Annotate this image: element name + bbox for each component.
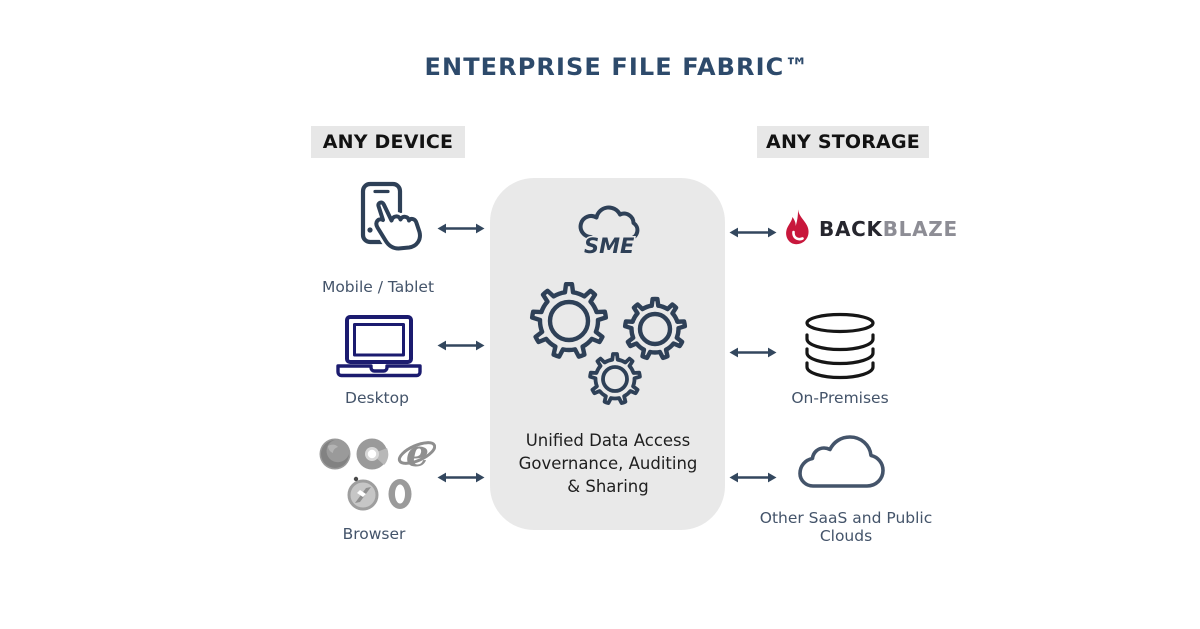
- page-title: ENTERPRISE FILE FABRIC™: [424, 53, 810, 81]
- desc-line-1: Unified Data Access: [525, 431, 691, 450]
- unified-data-access-text: Unified Data Access Governance, Auditing…: [498, 429, 718, 498]
- mobile-tablet-label: Mobile / Tablet: [321, 278, 435, 296]
- cloud-icon: [798, 435, 885, 488]
- desc-line-3: & Sharing: [567, 477, 649, 496]
- backblaze-flame-icon: [786, 209, 809, 244]
- mobile-touch-icon: [360, 181, 425, 253]
- gears-icon: [529, 282, 688, 405]
- double-arrow-on-premises: [729, 347, 777, 358]
- sme-logo-text: SME: [584, 234, 635, 258]
- double-arrow-desktop: [437, 340, 485, 351]
- safari-icon: [347, 476, 379, 511]
- double-arrow-mobile: [437, 223, 485, 234]
- other-saas-clouds-label: Other SaaS and Public Clouds: [759, 509, 933, 545]
- backblaze-wordmark: BACKBLAZE: [819, 217, 958, 241]
- desc-line-2: Governance, Auditing: [518, 454, 698, 473]
- backblaze-logo: BACKBLAZE: [785, 207, 958, 251]
- database-stack-icon: [805, 312, 875, 380]
- on-premises-label: On-Premises: [791, 389, 889, 407]
- double-arrow-browser: [437, 472, 485, 483]
- sme-cloud-logo-icon: SME: [578, 205, 640, 258]
- laptop-icon: [336, 315, 422, 378]
- internet-explorer-icon: e: [397, 433, 436, 475]
- backblaze-word-blaze: BLAZE: [882, 217, 958, 241]
- opera-icon: [388, 479, 412, 509]
- double-arrow-backblaze: [729, 227, 777, 238]
- browser-label: Browser: [342, 525, 406, 543]
- browser-logos-icon: e: [319, 433, 436, 511]
- backblaze-word-back: BACK: [819, 217, 883, 241]
- svg-text:e: e: [406, 433, 429, 475]
- any-storage-badge: ANY STORAGE: [757, 126, 929, 158]
- desktop-label: Desktop: [345, 389, 409, 407]
- double-arrow-other-clouds: [729, 472, 777, 483]
- any-device-badge: ANY DEVICE: [311, 126, 465, 158]
- enterprise-file-fabric-box: [490, 178, 725, 530]
- firefox-icon: [319, 438, 351, 470]
- chrome-icon: [356, 438, 389, 470]
